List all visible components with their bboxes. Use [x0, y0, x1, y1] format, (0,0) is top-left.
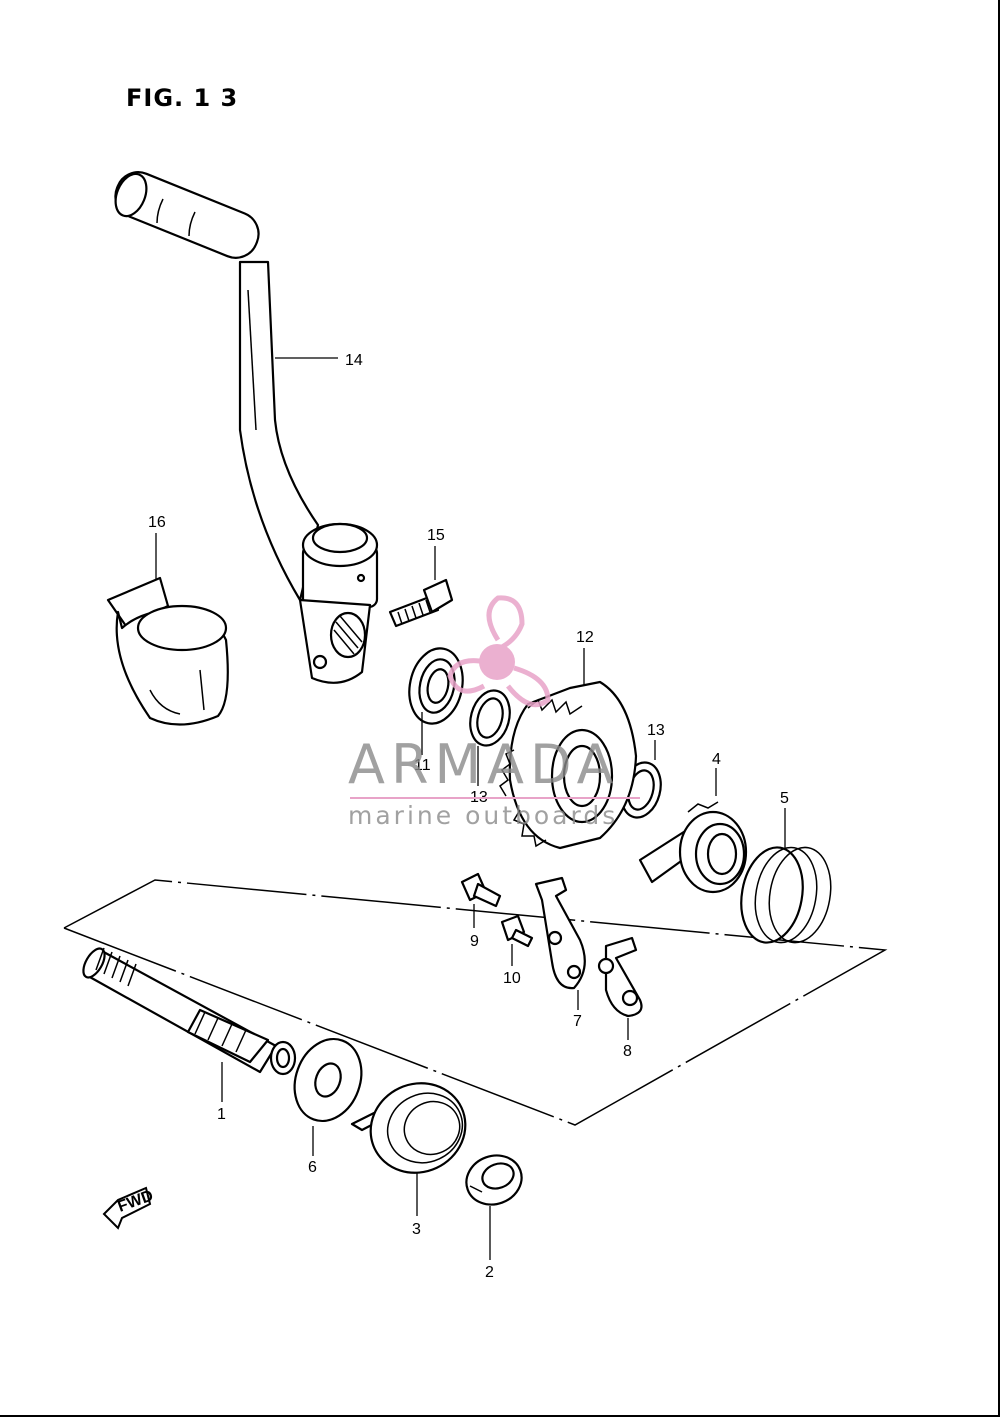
rubber-boot-icon[interactable] [106, 576, 229, 726]
ratchet-icon[interactable] [638, 801, 748, 894]
callout-label: 12 [576, 629, 594, 646]
bolt-icon[interactable] [460, 872, 502, 908]
callout-label: 10 [503, 970, 521, 987]
leader-lines [155, 357, 786, 1260]
callout-label: 11 [414, 757, 431, 774]
coil-spring-icon[interactable] [734, 843, 838, 948]
washer-icon[interactable] [284, 1030, 373, 1131]
figure-title: FIG. 1 3 [126, 84, 239, 112]
assembly-boundary-line [63, 879, 888, 1126]
callout-label: 1 [217, 1106, 226, 1123]
callout-label: 6 [308, 1159, 317, 1176]
callout-label: 8 [623, 1043, 632, 1060]
watermark: ARMADA marine outboards [348, 595, 640, 830]
small-bolt-icon[interactable] [500, 914, 534, 948]
propeller-logo-icon [447, 595, 551, 708]
callout-label: 16 [148, 514, 166, 531]
return-spring-icon[interactable] [350, 1068, 480, 1188]
circlip-icon[interactable] [459, 1148, 528, 1212]
kick-lever-icon[interactable] [109, 166, 379, 684]
watermark-tagline: marine outboards [348, 801, 618, 830]
guide-plate-icon[interactable] [597, 936, 643, 1018]
oil-seal-icon[interactable] [403, 643, 470, 728]
fwd-arrow-icon: FWD [102, 1186, 156, 1230]
callout-label: 2 [485, 1264, 494, 1281]
callout-label: 3 [412, 1221, 421, 1238]
callout-label: 14 [345, 352, 363, 369]
callout-label: 9 [470, 933, 479, 950]
callout-label: 4 [712, 751, 721, 768]
callout-label: 13 [647, 722, 665, 739]
kick-starter-shaft-icon[interactable] [79, 945, 297, 1076]
callout-label: 5 [780, 790, 789, 807]
callout-labels: 14 16 15 12 11 13 13 4 5 9 10 7 8 1 6 3 … [148, 352, 789, 1281]
callout-label: 7 [573, 1013, 582, 1030]
stopper-plate-icon[interactable] [534, 876, 586, 990]
callout-label: 15 [427, 527, 445, 544]
lever-bolt-icon[interactable] [388, 578, 454, 628]
watermark-brand: ARMADA [348, 733, 620, 796]
